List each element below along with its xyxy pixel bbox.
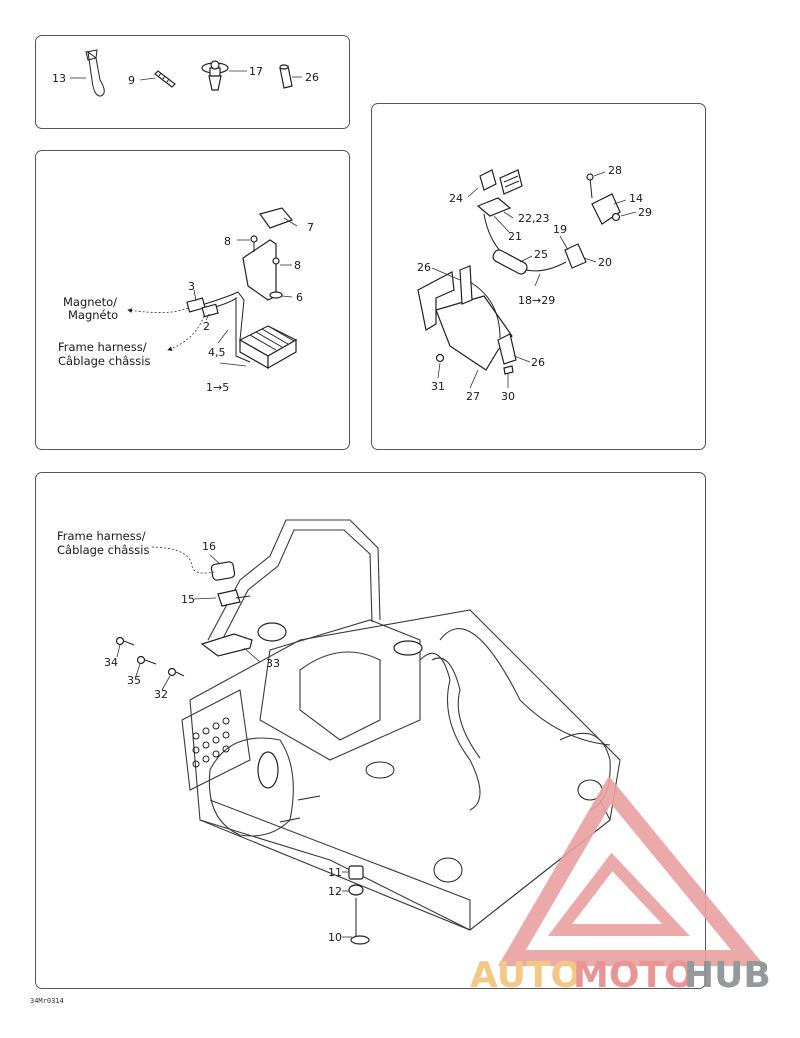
callout-28: 28	[608, 164, 622, 177]
callout-15: 15	[181, 593, 195, 606]
callout-2: 2	[203, 320, 210, 333]
callout-20: 20	[598, 256, 612, 269]
callout-17: 17	[249, 65, 263, 78]
frame-harness-label-en-2: Frame harness/	[57, 529, 146, 543]
callout-19: 19	[553, 223, 567, 236]
chassis-engine-drawing	[115, 519, 621, 945]
callout-22-23: 22,23	[518, 212, 550, 225]
screw-part-9	[154, 70, 176, 88]
callout-32: 32	[154, 688, 168, 701]
callout-6: 6	[296, 291, 303, 304]
callout-25: 25	[534, 248, 548, 261]
callout-26: 26	[305, 71, 319, 84]
watermark-moto: MOTO	[573, 955, 695, 996]
frame-harness-label-en: Frame harness/	[58, 340, 147, 354]
sleeve-part-26	[279, 64, 293, 89]
callout-7: 7	[307, 221, 314, 234]
voltage-regulator-assembly	[186, 207, 298, 370]
callout-10: 10	[328, 931, 342, 944]
parts-panel-ignition	[371, 103, 706, 450]
watermark-hub: HUB	[684, 955, 771, 996]
callout-18-to-29: 18→29	[518, 294, 555, 307]
callout-33: 33	[266, 657, 280, 670]
magneto-label-en: Magneto/	[63, 295, 117, 309]
callout-27: 27	[466, 390, 480, 403]
callout-16: 16	[202, 540, 216, 553]
callout-8-left: 8	[224, 235, 231, 248]
radiator-grill	[181, 689, 251, 791]
callout-21: 21	[508, 230, 522, 243]
callout-24: 24	[449, 192, 463, 205]
callout-11: 11	[328, 866, 342, 879]
callout-31: 31	[431, 380, 445, 393]
callout-1-to-5: 1→5	[206, 381, 229, 394]
frame-harness-label-fr-2: Câblage châssis	[57, 543, 149, 557]
callout-29: 29	[638, 206, 652, 219]
ignition-assembly	[417, 169, 621, 375]
automotohub-watermark: AUTO MOTO HUB	[470, 776, 771, 996]
callout-34: 34	[104, 656, 118, 669]
callout-4-5: 4,5	[208, 346, 226, 359]
callout-8-right: 8	[294, 259, 301, 272]
callout-3: 3	[188, 280, 195, 293]
callout-12: 12	[328, 885, 342, 898]
callout-14: 14	[629, 192, 643, 205]
frame-harness-label-fr: Câblage châssis	[58, 354, 150, 368]
push-rivet-part-17	[201, 60, 229, 91]
diagram-reference-code: 34Mr0314	[30, 997, 64, 1005]
callout-13: 13	[52, 72, 66, 85]
callout-35: 35	[127, 674, 141, 687]
magneto-label-fr: Magnéto	[68, 308, 118, 322]
callout-9: 9	[128, 74, 135, 87]
callout-26-right: 26	[531, 356, 545, 369]
callout-26-top: 26	[417, 261, 431, 274]
parts-panel-hardware	[35, 35, 350, 129]
cable-tie-part-13	[85, 49, 105, 97]
parts-panel-regulator	[35, 150, 350, 450]
watermark-auto: AUTO	[470, 955, 581, 996]
callout-30: 30	[501, 390, 515, 403]
